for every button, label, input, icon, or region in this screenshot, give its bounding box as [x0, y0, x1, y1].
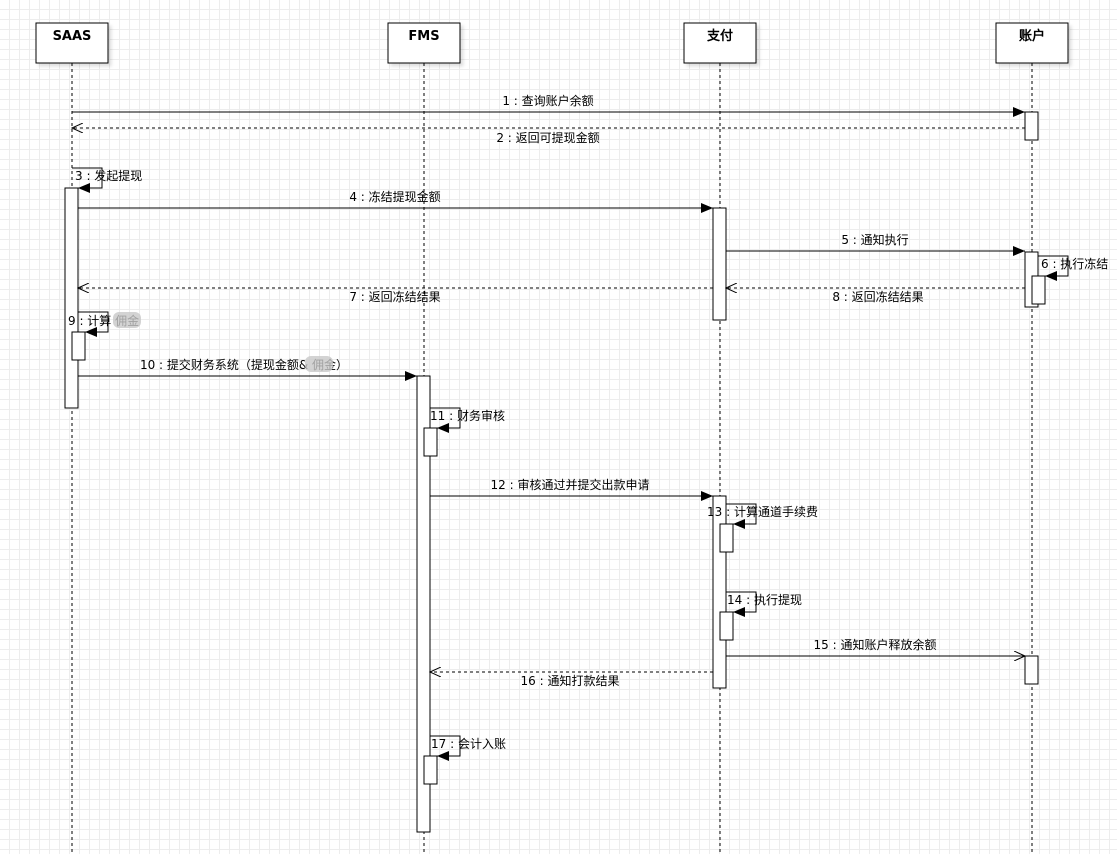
- message-14[interactable]: 14 : 执行提现: [726, 591, 802, 617]
- message-label: 16 : 通知打款结果: [521, 674, 620, 688]
- message-4[interactable]: 4 : 冻结提现金额: [78, 189, 713, 213]
- message-5[interactable]: 5 : 通知执行: [726, 233, 1025, 256]
- activation-saas[interactable]: [64, 187, 79, 409]
- message-label: 6 : 执行冻结: [1041, 256, 1108, 271]
- activation-pay-1[interactable]: [712, 207, 727, 321]
- activation-fms[interactable]: [416, 375, 431, 833]
- participant-fms[interactable]: FMS: [387, 22, 461, 64]
- message-10[interactable]: 10 : 提交财务系统（提现金额& 佣金）: [78, 357, 417, 381]
- participant-label: 账户: [1019, 28, 1045, 44]
- message-label: 14 : 执行提现: [727, 592, 802, 607]
- activation-pay-13[interactable]: [719, 523, 734, 553]
- message-label: 1 : 查询账户余额: [502, 93, 593, 108]
- activation-fms-11[interactable]: [423, 427, 438, 457]
- participant-acct[interactable]: 账户: [995, 22, 1069, 64]
- message-3[interactable]: 3 : 发起提现: [72, 167, 142, 193]
- participant-label: FMS: [408, 29, 439, 44]
- message-17[interactable]: 17 : 会计入账: [430, 735, 506, 761]
- message-6[interactable]: 6 : 执行冻结: [1038, 255, 1108, 281]
- message-label: 5 : 通知执行: [841, 233, 908, 247]
- activation-acct-3[interactable]: [1024, 655, 1039, 685]
- message-16[interactable]: 16 : 通知打款结果: [430, 672, 713, 688]
- message-11[interactable]: 11 : 财务审核: [430, 407, 505, 433]
- message-label: 15 : 通知账户释放余额: [814, 637, 937, 652]
- message-label: 11 : 财务审核: [430, 408, 505, 423]
- activation-acct-1[interactable]: [1024, 111, 1039, 141]
- message-label: 7 : 返回冻结结果: [349, 289, 440, 304]
- message-12[interactable]: 12 : 审核通过并提交出款申请: [430, 477, 713, 501]
- message-label: 10 : 提交财务系统（提现金额& 佣金）: [140, 357, 348, 372]
- message-13[interactable]: 13 : 计算通道手续费: [707, 503, 818, 529]
- participant-label: SAAS: [53, 29, 92, 44]
- activation-acct-6[interactable]: [1031, 275, 1046, 305]
- activation-saas-9[interactable]: [71, 331, 86, 361]
- participant-label: 支付: [706, 28, 733, 44]
- message-1[interactable]: 1 : 查询账户余额: [72, 93, 1025, 117]
- participant-saas[interactable]: SAAS: [35, 22, 109, 64]
- message-label: 8 : 返回冻结结果: [832, 289, 923, 304]
- message-7[interactable]: 7 : 返回冻结结果: [78, 288, 713, 304]
- message-8[interactable]: 8 : 返回冻结结果: [726, 288, 1025, 304]
- message-label: 3 : 发起提现: [75, 168, 142, 183]
- message-15[interactable]: 15 : 通知账户释放余额: [726, 637, 1025, 656]
- activation-fms-17[interactable]: [423, 755, 438, 785]
- message-2[interactable]: 2 : 返回可提现金额: [72, 128, 1025, 145]
- message-label: 2 : 返回可提现金额: [496, 130, 599, 145]
- message-label: 12 : 审核通过并提交出款申请: [491, 477, 650, 492]
- message-label: 13 : 计算通道手续费: [707, 504, 818, 519]
- participant-pay[interactable]: 支付: [683, 22, 757, 64]
- activation-pay-14[interactable]: [719, 611, 734, 641]
- message-label: 17 : 会计入账: [431, 737, 506, 751]
- redaction-blur: [113, 312, 333, 372]
- message-label: 4 : 冻结提现金额: [349, 189, 440, 204]
